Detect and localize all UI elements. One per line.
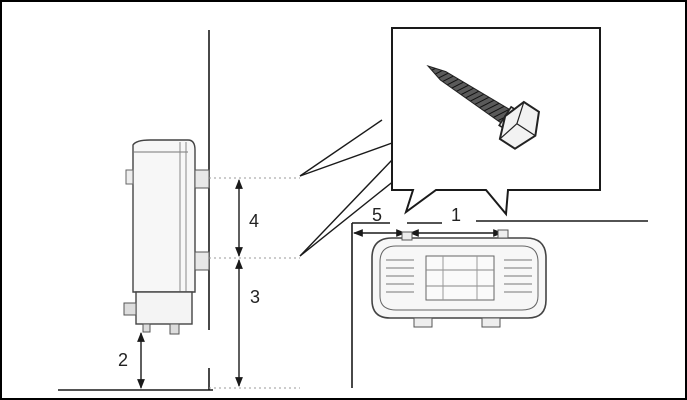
dim-4-label: 4: [249, 211, 259, 231]
reference-dotted-lines: [209, 177, 300, 389]
inverter-top-view: [371, 229, 547, 328]
screw-callout-box: [391, 27, 601, 217]
dim-1-label: 1: [451, 205, 461, 225]
dim-2-label: 2: [118, 350, 128, 370]
dim-3-label: 3: [250, 287, 260, 307]
callout-lines: [299, 119, 396, 257]
screw-icon: [426, 64, 541, 150]
inverter-side-view: [123, 139, 210, 335]
dim-5-label: 5: [372, 205, 382, 225]
